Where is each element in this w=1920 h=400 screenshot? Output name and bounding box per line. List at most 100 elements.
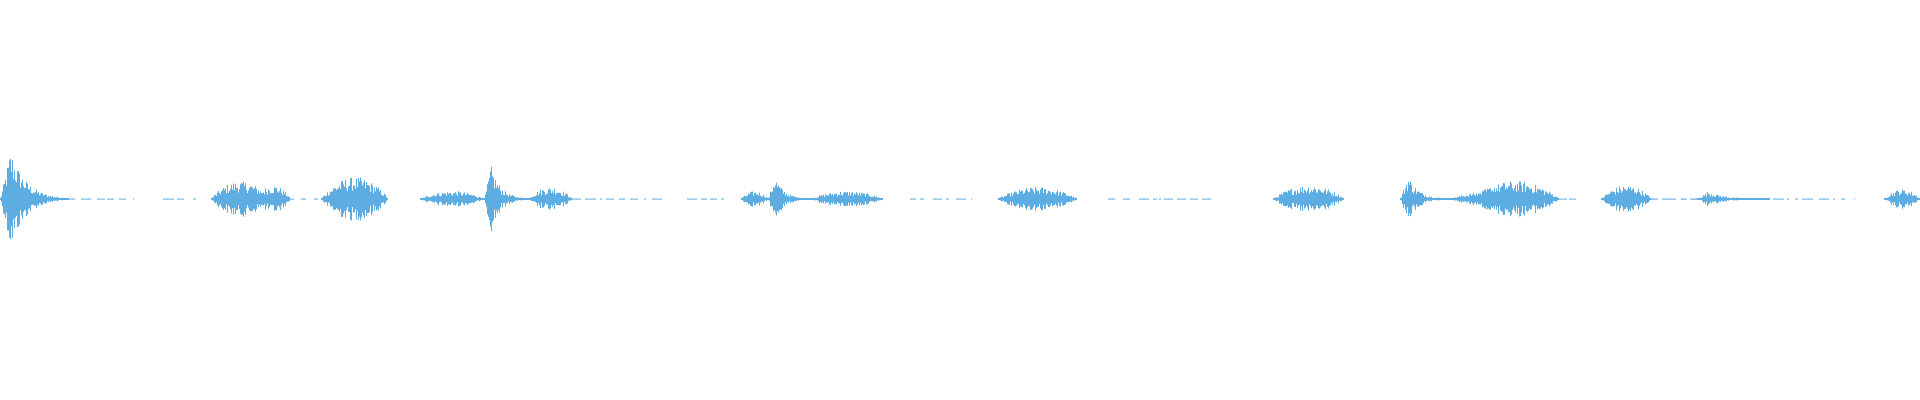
waveform-sample: [956, 198, 966, 200]
waveform-sample: [492, 176, 493, 222]
waveform-sample: [858, 195, 859, 203]
waveform-segment: [910, 198, 972, 200]
waveform-sample: [246, 189, 247, 209]
waveform-sample: [289, 197, 290, 201]
waveform-sample: [460, 192, 461, 206]
waveform-sample: [226, 193, 227, 205]
waveform-sample: [538, 195, 539, 203]
waveform-sample: [469, 195, 470, 203]
waveform-sample: [1755, 198, 1763, 200]
waveform-sample: [361, 180, 362, 218]
waveform-sample: [278, 192, 279, 206]
waveform-sample: [910, 198, 916, 200]
waveform-sample: [561, 195, 562, 203]
waveform-sample: [775, 185, 776, 213]
waveform-sample: [1431, 196, 1432, 202]
waveform-sample: [48, 195, 49, 203]
waveform-sample: [831, 195, 832, 203]
waveform-sample: [1443, 198, 1444, 200]
waveform-sample: [1456, 197, 1457, 201]
waveform-sample: [1424, 197, 1425, 201]
waveform-sample: [448, 194, 449, 204]
waveform-sample: [828, 195, 829, 203]
waveform-sample: [780, 188, 781, 210]
waveform-sample: [325, 196, 326, 202]
waveform-bars: [0, 158, 1920, 240]
waveform-sample: [286, 196, 287, 202]
waveform-sample: [1651, 198, 1658, 200]
waveform-sample: [349, 185, 350, 212]
waveform-sample: [501, 194, 502, 204]
waveform-sample: [809, 198, 810, 200]
waveform-sample: [1000, 197, 1001, 201]
waveform-sample: [1720, 196, 1721, 202]
waveform-sample: [1510, 181, 1511, 217]
waveform-sample: [1503, 183, 1504, 215]
waveform-sample: [456, 194, 457, 204]
waveform-sample: [1339, 197, 1340, 201]
waveform-sample: [1202, 198, 1211, 200]
waveform-sample: [742, 198, 743, 200]
waveform-sample: [805, 198, 806, 200]
waveform-sample: [1313, 189, 1314, 209]
waveform-sample: [1053, 192, 1054, 206]
waveform-sample: [1491, 194, 1492, 204]
waveform-sample: [1300, 187, 1301, 211]
waveform-sample: [215, 194, 216, 204]
waveform-segment: [810, 191, 883, 207]
waveform-sample: [523, 198, 524, 200]
waveform-sample: [1541, 191, 1542, 207]
waveform-sample: [1448, 198, 1449, 200]
waveform-sample: [1043, 192, 1044, 205]
waveform-sample: [1787, 198, 1789, 200]
waveform-sample: [1555, 196, 1556, 202]
waveform-sample: [814, 197, 815, 201]
waveform-sample: [1521, 185, 1522, 213]
waveform-sample: [345, 180, 346, 218]
waveform-sample: [869, 196, 870, 202]
waveform-sample: [710, 198, 717, 200]
waveform-sample: [766, 196, 767, 202]
waveform-sample: [1532, 192, 1533, 206]
waveform-sample: [855, 194, 856, 204]
waveform-sample: [1524, 182, 1525, 216]
waveform-sample: [477, 197, 478, 201]
waveform-sample: [1604, 197, 1605, 202]
waveform-sample: [1177, 198, 1186, 200]
waveform-sample: [57, 196, 58, 202]
waveform-sample: [443, 194, 444, 204]
waveform-sample: [1325, 188, 1326, 210]
waveform-sample: [107, 198, 114, 200]
waveform-sample: [248, 190, 249, 208]
waveform-sample: [463, 193, 464, 205]
waveform-sample: [458, 191, 459, 207]
waveform-sample: [1533, 193, 1534, 205]
waveform-segment: [1884, 189, 1920, 209]
waveform-sample: [1622, 190, 1623, 208]
waveform-sample: [562, 195, 563, 203]
waveform-sample: [355, 188, 356, 210]
waveform-sample: [1069, 196, 1070, 202]
waveform-sample: [849, 192, 850, 206]
waveform-sample: [1311, 189, 1312, 209]
waveform-sample: [794, 197, 795, 201]
waveform-sample: [1407, 190, 1408, 208]
waveform-sample: [1008, 193, 1009, 205]
waveform-sample: [1469, 194, 1470, 204]
waveform-sample: [440, 196, 441, 202]
waveform-sample: [1335, 196, 1336, 202]
waveform-sample: [368, 185, 369, 213]
waveform-sample: [1022, 190, 1023, 208]
waveform-sample: [1275, 197, 1276, 201]
waveform-sample: [824, 197, 825, 201]
waveform-sample: [1044, 189, 1045, 209]
waveform-sample: [1279, 194, 1280, 204]
waveform-sample: [1070, 196, 1071, 202]
waveform-sample: [340, 189, 341, 209]
waveform-segment: [741, 191, 768, 207]
waveform-sample: [488, 181, 489, 217]
waveform-sample: [800, 198, 801, 200]
waveform-sample: [1054, 193, 1055, 205]
waveform-sample: [525, 198, 526, 200]
waveform-sample: [1523, 183, 1524, 215]
